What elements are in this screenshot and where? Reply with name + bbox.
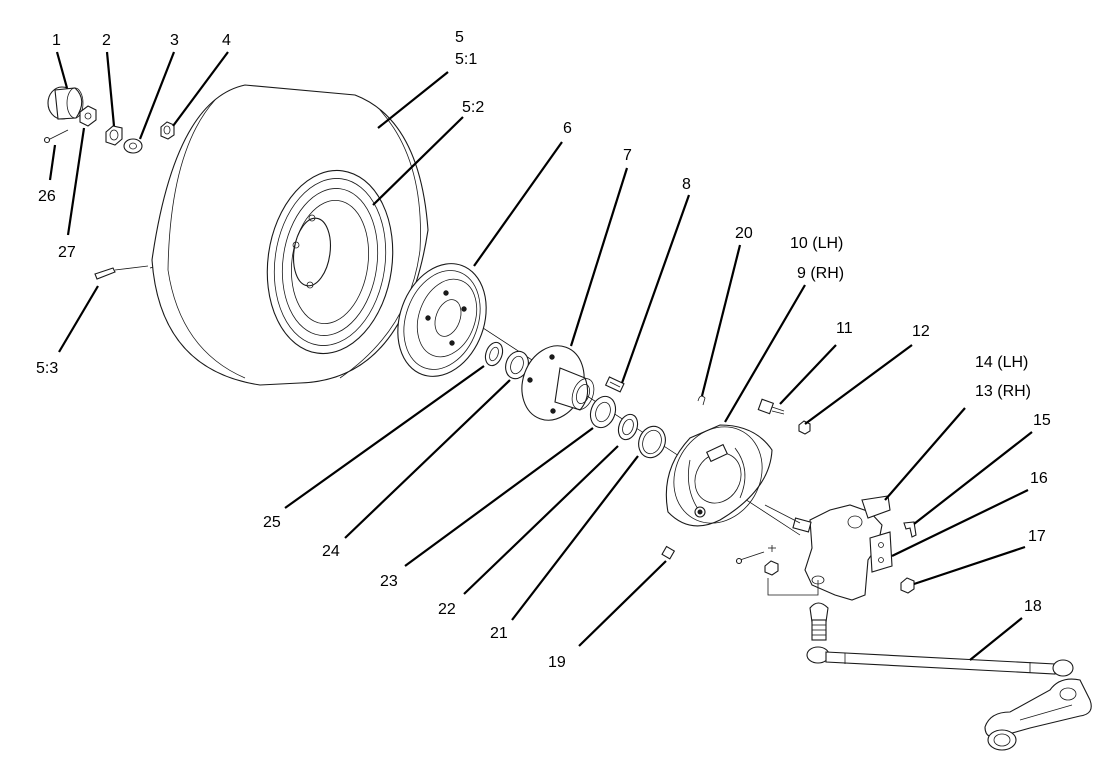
callout-7: 7 (623, 147, 632, 164)
callout-19: 19 (548, 654, 566, 671)
callout-8: 8 (682, 176, 691, 193)
bearing-cup-outer (505, 350, 529, 380)
steering-spindle (764, 495, 891, 601)
bearing-cup-inner (589, 395, 617, 429)
callout-21: 21 (490, 625, 508, 642)
jam-nut (105, 125, 123, 146)
callout-24: 24 (322, 543, 340, 560)
lug-nut (160, 121, 175, 140)
spindle-hardware (735, 545, 819, 596)
callout-13: 13 (RH) (975, 383, 1031, 400)
grease-seal (638, 425, 666, 459)
callout-22: 22 (438, 601, 456, 618)
ball-joint (809, 602, 829, 641)
castle-nut (79, 105, 97, 127)
shoulder-bolt (757, 398, 785, 415)
mounting-bracket (869, 531, 893, 573)
tie-rod-assembly (806, 646, 1092, 751)
callout-18: 18 (1024, 598, 1042, 615)
bearing-cone-outer (484, 341, 504, 367)
callout-4: 4 (222, 32, 231, 49)
callout-27: 27 (58, 244, 76, 261)
tire-wheel-assembly (151, 84, 429, 386)
callout-5-1: 5:1 (455, 51, 477, 68)
callout-2: 2 (102, 32, 111, 49)
hex-nut (900, 577, 915, 594)
cotter-pin (43, 129, 69, 144)
grease-fitting (661, 545, 676, 560)
callout-14: 14 (LH) (975, 354, 1028, 371)
bearing-cone-inner (617, 413, 639, 441)
callout-20: 20 (735, 225, 753, 242)
callout-3: 3 (170, 32, 179, 49)
leader-lines (48, 51, 1033, 661)
hub-cap (47, 86, 84, 120)
brake-assembly (665, 424, 773, 527)
retaining-clip (903, 521, 917, 538)
callout-12: 12 (912, 323, 930, 340)
washer (123, 138, 143, 154)
callout-9: 9 (RH) (797, 265, 844, 282)
callout-17: 17 (1028, 528, 1046, 545)
callout-labels: 1 2 3 4 5 5:1 5:2 5:3 6 7 8 20 10 (LH) 9… (36, 29, 1051, 671)
spring-clip (697, 395, 706, 406)
callout-25: 25 (263, 514, 281, 531)
callout-5-2: 5:2 (462, 99, 484, 116)
callout-16: 16 (1030, 470, 1048, 487)
valve-stem (94, 265, 149, 280)
wheel-hub (521, 345, 595, 421)
callout-26: 26 (38, 188, 56, 205)
lock-nut (798, 420, 811, 435)
callout-11: 11 (836, 320, 853, 337)
callout-5: 5 (455, 29, 464, 46)
callout-1: 1 (52, 32, 61, 49)
callout-5-3: 5:3 (36, 360, 58, 377)
callout-15: 15 (1033, 412, 1051, 429)
brake-drum (397, 263, 487, 377)
callout-23: 23 (380, 573, 398, 590)
wheel-stud (604, 376, 625, 393)
callout-6: 6 (563, 120, 572, 137)
callout-10: 10 (LH) (790, 235, 843, 252)
